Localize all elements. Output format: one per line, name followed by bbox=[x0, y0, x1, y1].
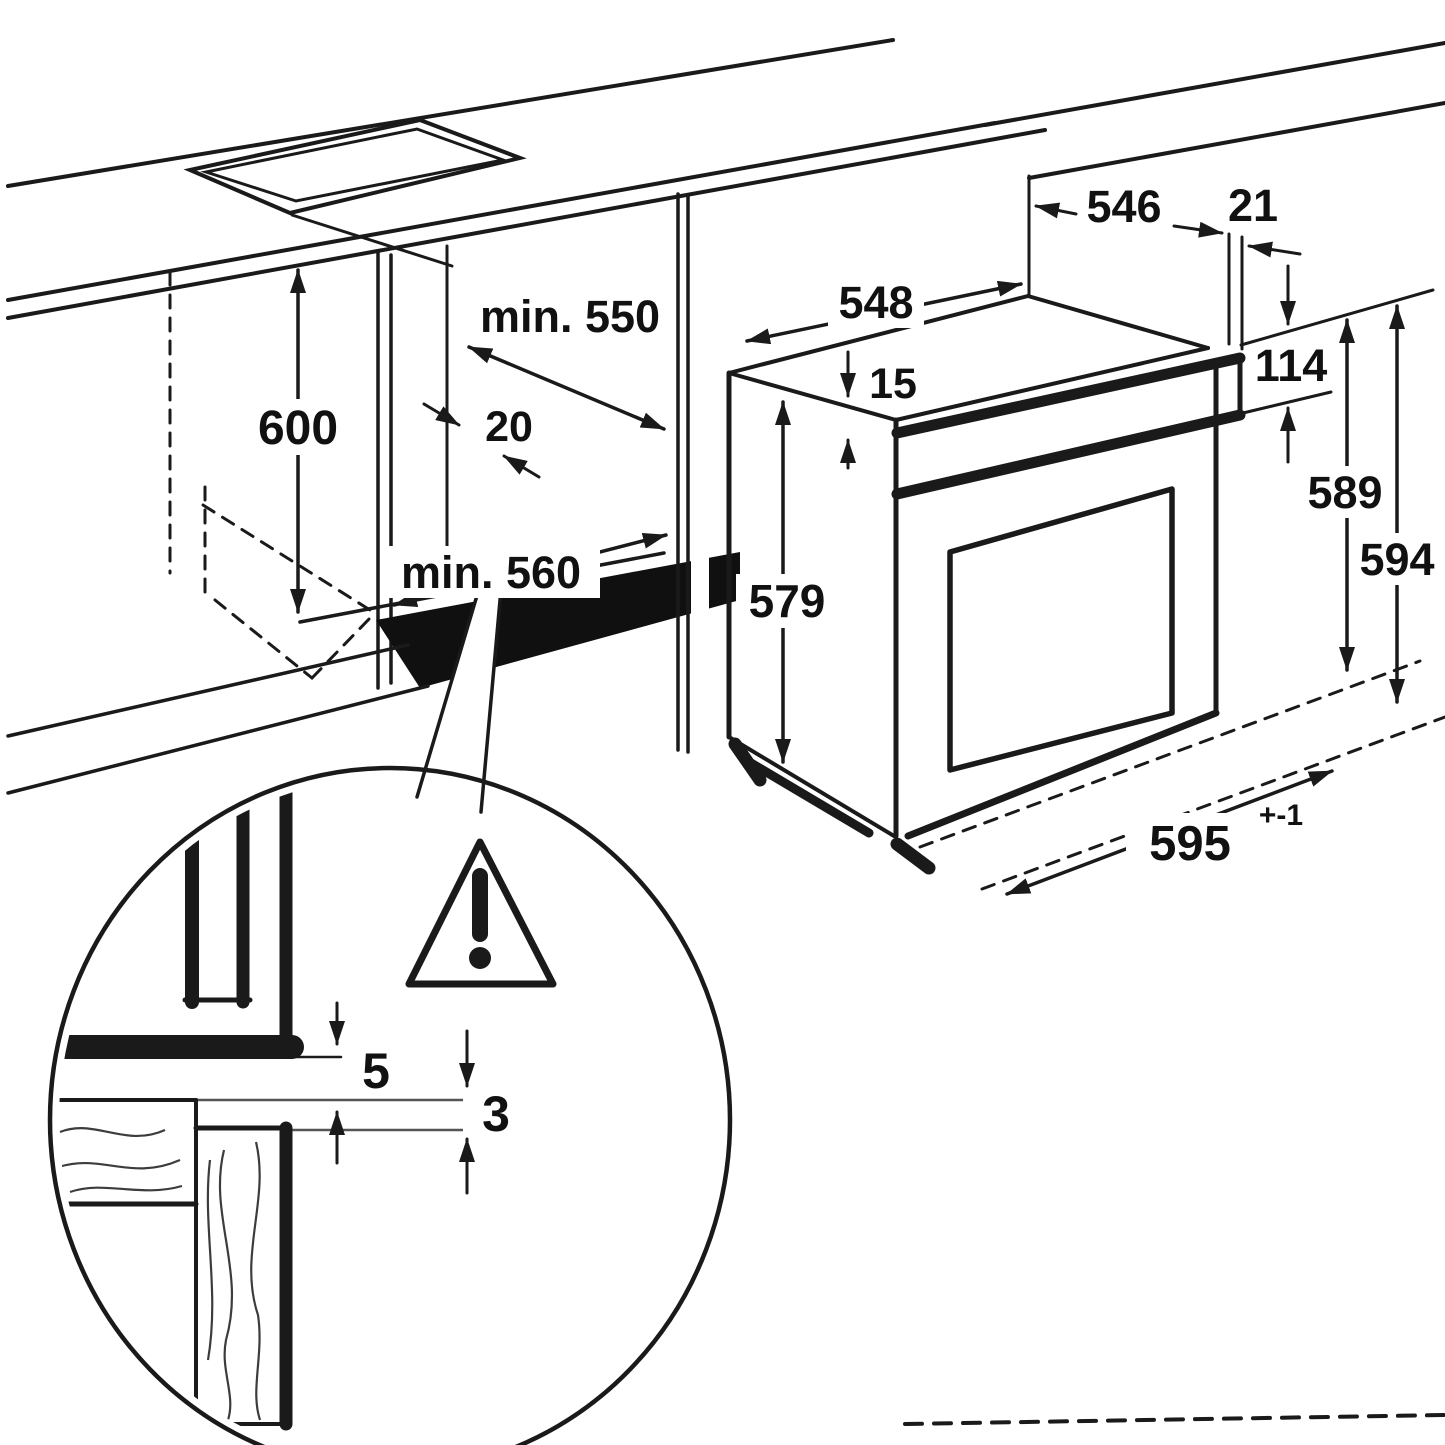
hidden-box-edge-3 bbox=[213, 598, 314, 680]
hidden-box-edge-2 bbox=[201, 503, 372, 612]
dim-589-bg bbox=[1296, 466, 1394, 518]
wood-grain bbox=[59, 1158, 181, 1170]
dim-label-side-height: 579 bbox=[749, 575, 826, 627]
base-front-edge-lower bbox=[6, 684, 430, 795]
dim-label-rear-clearance: 20 bbox=[485, 403, 533, 451]
dim-label-front-width-tolerance: +-1 bbox=[1259, 799, 1303, 832]
oven-side-bottom-edge bbox=[727, 735, 896, 838]
dim-595-bg bbox=[1126, 813, 1258, 871]
proj-line-dashed-1 bbox=[918, 659, 1422, 849]
hidden-box-edge-4 bbox=[310, 615, 373, 680]
oven-base-bar bbox=[746, 758, 874, 838]
wood-grain bbox=[250, 1141, 262, 1421]
hob-cutout-outer bbox=[183, 117, 527, 216]
oven-dimensions: 548 15 579 546 21 114 589 594 595 +-1 bbox=[736, 174, 1445, 896]
dim-550-bg bbox=[463, 289, 673, 342]
oven-foot-left-icon bbox=[728, 737, 767, 787]
dim-label-air-gap: 3 bbox=[482, 1086, 510, 1142]
dim-label-front-width: 595 bbox=[1149, 817, 1231, 871]
wood-grain bbox=[206, 1159, 214, 1361]
dim-20-arrow-a bbox=[422, 402, 461, 427]
countertop bbox=[6, 38, 1445, 320]
ref-line-oven-top bbox=[1239, 288, 1435, 347]
dim-label-front-overhang: 21 bbox=[1228, 180, 1278, 231]
dim-20-bg bbox=[482, 402, 536, 450]
oven-foot-front-icon bbox=[890, 837, 936, 875]
dim-label-plinth-gap: 5 bbox=[362, 1043, 390, 1099]
wood-grain bbox=[69, 1184, 183, 1194]
dim-label-fascia-height: 114 bbox=[1255, 340, 1328, 391]
dim-label-top-depth: 546 bbox=[1086, 181, 1161, 232]
dim-600-bg bbox=[254, 399, 342, 455]
cabinet-dimensions: 600 min. 550 20 min. 560 bbox=[254, 268, 673, 614]
pointer-wedge-left bbox=[415, 570, 486, 799]
hob-cutout-inner bbox=[200, 127, 509, 203]
dim-15-bg bbox=[866, 358, 920, 406]
base-front-edge-upper bbox=[6, 643, 410, 738]
oven-door-window bbox=[947, 486, 1175, 773]
oven-top-front-edge bbox=[894, 346, 1210, 422]
cabinet-carcass bbox=[6, 192, 740, 795]
dim-594-bg bbox=[1349, 533, 1445, 585]
oven-fascia-top-band bbox=[891, 352, 1246, 439]
dim-label-case-height: 589 bbox=[1307, 467, 1382, 518]
dim-21-arrow bbox=[1247, 241, 1302, 258]
vent-cross-section bbox=[59, 779, 463, 1431]
dim-579-bg bbox=[736, 574, 838, 628]
dim-560-bg bbox=[382, 546, 600, 598]
dim-label-front-height: 594 bbox=[1359, 534, 1434, 585]
wall-edge-lower bbox=[1027, 101, 1445, 180]
niche-back-top-edge bbox=[290, 213, 454, 268]
dim-20-arrow-b bbox=[502, 454, 541, 479]
oven-top-left-edge bbox=[727, 371, 898, 422]
warning-triangle-icon bbox=[405, 838, 557, 988]
wall-edge-upper bbox=[983, 41, 1445, 127]
dim-label-niche-height: 600 bbox=[258, 402, 338, 455]
dim-550-arrow bbox=[467, 345, 666, 431]
wood-grain bbox=[59, 1127, 166, 1138]
warning-exclamation-dot bbox=[469, 947, 491, 969]
dim-label-niche-depth-top: min. 550 bbox=[480, 291, 660, 342]
pointer-wedge-fill bbox=[417, 572, 502, 812]
dim-label-niche-depth-bottom: min. 560 bbox=[401, 547, 581, 598]
countertop-back-edge bbox=[6, 38, 895, 188]
detail-pointer bbox=[415, 570, 504, 814]
vent-detail-circle: 5 3 bbox=[47, 765, 733, 1445]
pointer-wedge-right bbox=[479, 576, 504, 814]
ref-line-fascia-bottom bbox=[1241, 390, 1333, 415]
dim-label-top-recess: 15 bbox=[869, 360, 917, 408]
wood-grain bbox=[218, 1149, 234, 1421]
dim-548-bg bbox=[828, 278, 924, 328]
dim-label-top-width: 548 bbox=[838, 277, 913, 328]
countertop-front-face bbox=[6, 128, 1047, 320]
dim-546-arrow-right bbox=[1172, 221, 1224, 238]
oven-fascia-bottom-band bbox=[891, 409, 1246, 500]
oven-top-right-edge bbox=[1026, 294, 1210, 350]
detail-circle-outline bbox=[47, 765, 733, 1445]
dim-546-arrow-left bbox=[1034, 202, 1078, 219]
floor-reference-dashed-line bbox=[903, 1413, 1445, 1426]
countertop-front-edge bbox=[6, 121, 997, 302]
